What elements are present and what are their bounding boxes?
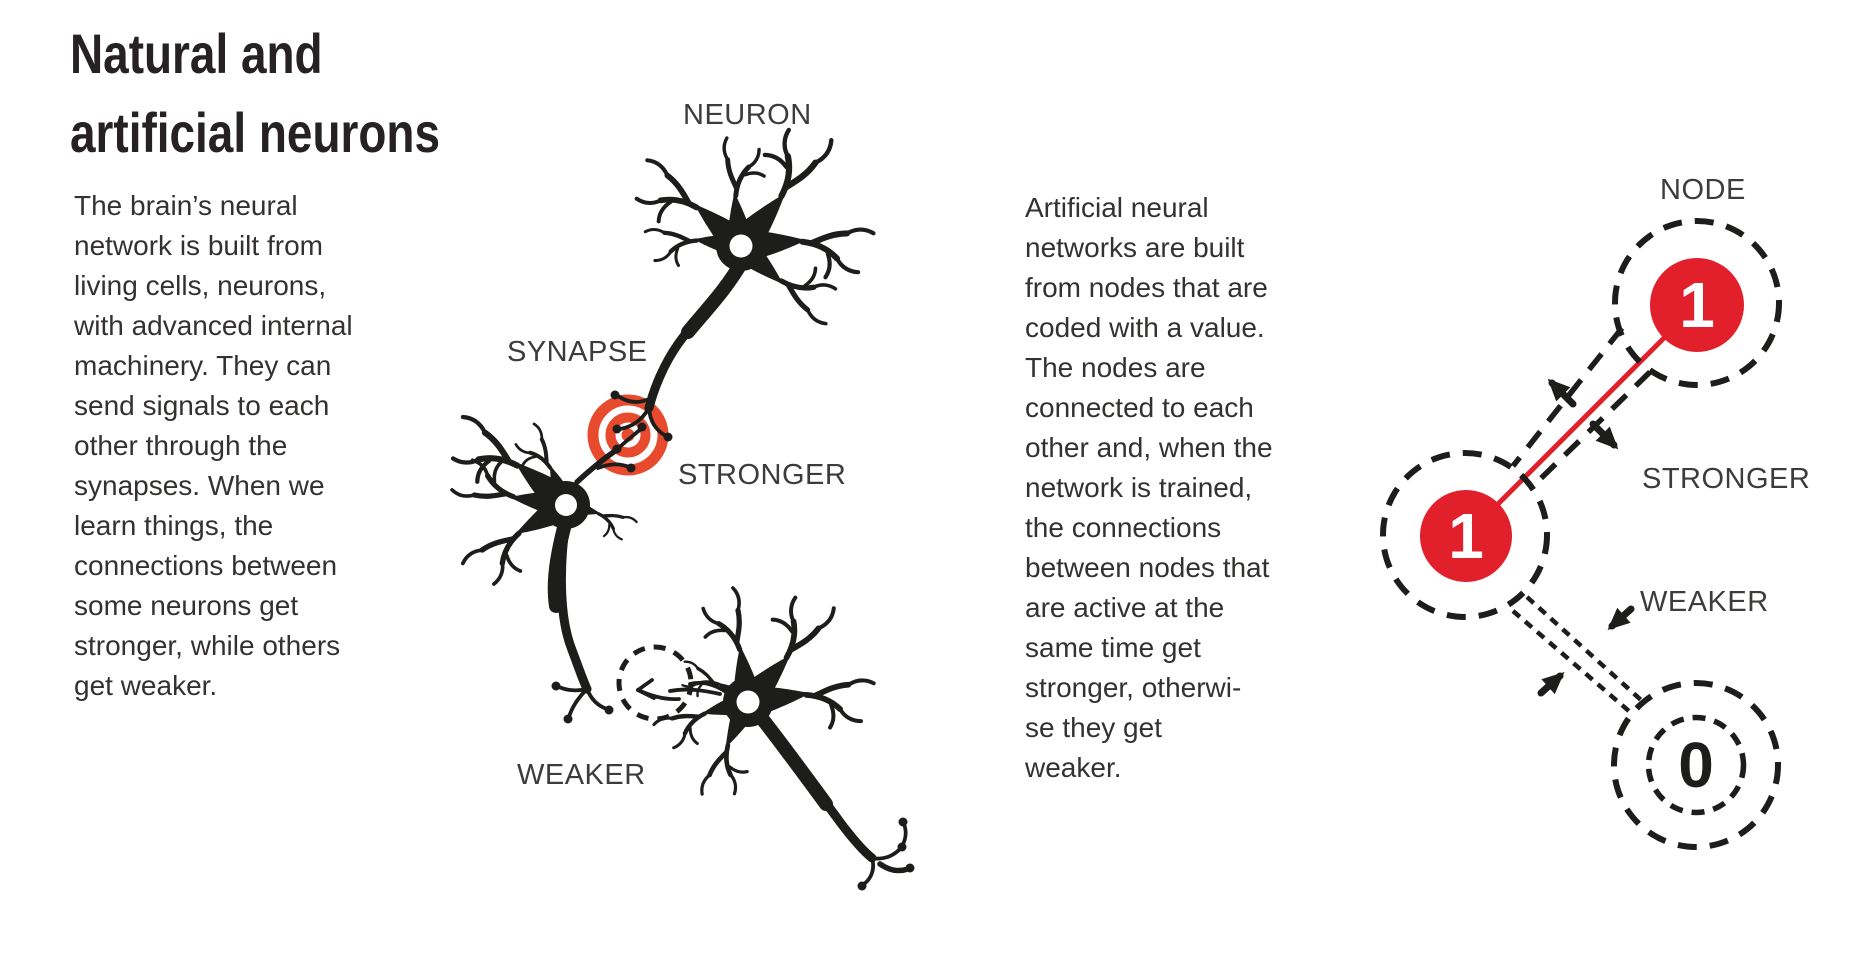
- page-title: Natural and artificial neurons: [70, 22, 441, 164]
- label-stronger-natural: STRONGER: [678, 459, 847, 491]
- label-synapse: SYNAPSE: [507, 336, 648, 368]
- node-top-disc: [1650, 258, 1744, 352]
- weaker-arrow-in-upper-icon: [1607, 605, 1635, 631]
- weaker-arrow-in-lower-icon: [1537, 671, 1565, 697]
- label-weaker-artificial: WEAKER: [1640, 586, 1769, 618]
- node-bottom-outer-ring: [1611, 680, 1781, 850]
- label-stronger-artificial: STRONGER: [1642, 463, 1811, 495]
- natural-paragraph: The brain’s neural network is built from…: [74, 190, 353, 701]
- synapse-weaker-marker-icon: [616, 644, 728, 722]
- label-weaker-natural: WEAKER: [517, 759, 646, 791]
- label-neuron: NEURON: [683, 99, 812, 131]
- weaker-connection: [1511, 595, 1643, 714]
- nucleus: [729, 234, 753, 258]
- neuron-top: [610, 114, 877, 442]
- node-diagram: [1380, 218, 1782, 850]
- nucleus: [555, 494, 577, 516]
- node-top-value: 1: [1679, 269, 1715, 341]
- neuron-middle: [437, 406, 647, 724]
- nucleus: [736, 690, 760, 714]
- label-node: NODE: [1660, 174, 1746, 206]
- neuron-bottom: [651, 583, 915, 891]
- neuron-illustration: [437, 114, 915, 891]
- stronger-connection: [1466, 305, 1697, 536]
- stronger-arrow-down-icon: [1589, 420, 1619, 450]
- node-bottom-value: 0: [1678, 729, 1714, 801]
- node-left-ring: [1380, 450, 1550, 620]
- artificial-paragraph: Artificial neural networks are built fro…: [1025, 192, 1273, 783]
- stronger-arrow-up-icon: [1547, 378, 1577, 408]
- node-top-ring: [1612, 218, 1782, 388]
- node-left-value: 1: [1448, 500, 1484, 572]
- node-left-disc: [1420, 490, 1512, 582]
- node-bottom-inner-ring: [1645, 714, 1747, 816]
